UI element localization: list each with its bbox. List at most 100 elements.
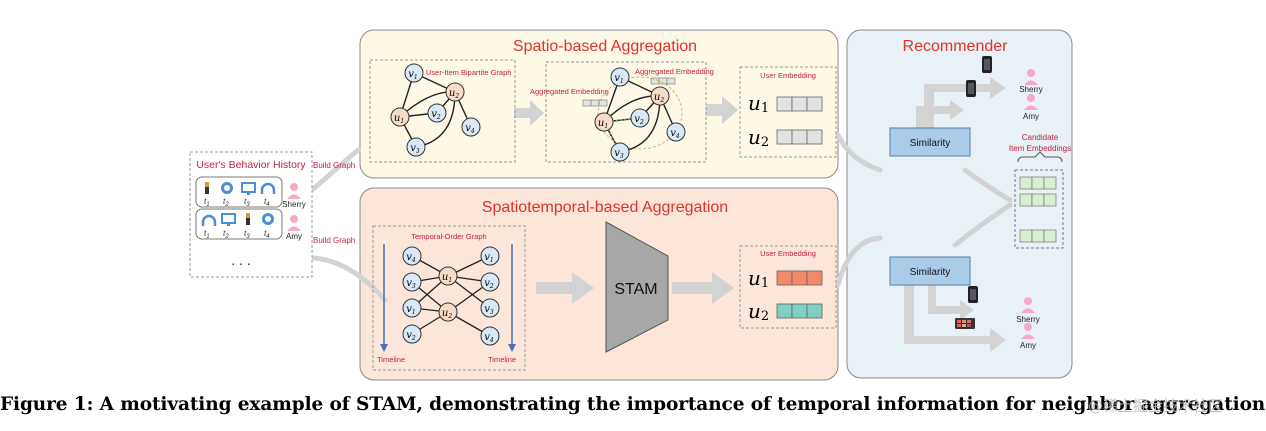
spatio-embedding-box	[739, 66, 837, 158]
node-u1	[390, 107, 410, 127]
rec-arrow-bottom	[904, 284, 1006, 352]
aggregated-graph: Aggregated Embedding Aggregated Embeddin…	[530, 61, 714, 163]
temporal-user-embedding: User Embedding u1 u2	[739, 245, 837, 329]
time-label-t3: t3	[244, 197, 250, 208]
temporal-u1-embedding	[776, 270, 823, 286]
history-user-amy: Amy	[286, 232, 302, 241]
svg-text:v2: v2	[406, 330, 416, 342]
temporal-embedding-box	[739, 245, 837, 329]
phone-icon-bottom	[968, 286, 978, 303]
person-icon-rec2-amy	[1021, 323, 1035, 339]
aggregated-mini-embedding-right	[650, 77, 676, 85]
temporal-node-v2-right	[480, 272, 500, 292]
amy-history-row	[195, 208, 283, 240]
aggregated-label-right: Aggregated Embedding	[635, 67, 714, 76]
svg-text:v3: v3	[614, 148, 624, 160]
candidate-label-line1: Candidate	[1022, 133, 1059, 142]
time-label-t2: t2	[223, 197, 229, 208]
similarity-label-2: Similarity	[910, 267, 951, 278]
build-graph-arrow-2	[309, 255, 388, 303]
headphone-icon	[260, 182, 276, 194]
history-ellipsis: . . .	[231, 252, 250, 268]
time-label-t1-amy: t1	[204, 229, 210, 240]
svg-text:v2: v2	[634, 114, 644, 126]
svg-text:v4: v4	[406, 252, 416, 264]
candidate-brace	[1017, 151, 1063, 163]
temporal-node-v1-right	[480, 246, 500, 266]
sherry-history-row	[195, 176, 283, 208]
temporal-label: Temporal-Order Graph	[411, 232, 486, 241]
rec2-user-amy: Amy	[1020, 341, 1036, 350]
history-title: User's Behavior History	[196, 159, 306, 171]
candidate-link-upper	[962, 167, 1013, 203]
rec1-user-amy: Amy	[1023, 112, 1039, 121]
time-label-t4-amy: t4	[264, 229, 270, 240]
similarity-label-1: Similarity	[910, 138, 951, 149]
flow-arrows	[309, 132, 1013, 303]
svg-text:u2: u2	[449, 88, 459, 100]
node-v1	[404, 63, 424, 83]
svg-text:u1: u1	[598, 118, 608, 130]
history-box	[189, 151, 313, 278]
similarity-box-1	[889, 127, 971, 157]
temporal-order-graph: Temporal-Order Graph Timeline Timeline v…	[372, 225, 526, 371]
svg-text:v1: v1	[406, 304, 415, 316]
temporal-node-v1-left	[402, 298, 422, 318]
svg-text:u1: u1	[442, 272, 452, 284]
svg-text:v4: v4	[670, 128, 680, 140]
recommender-panel-title: Recommender	[903, 38, 1009, 55]
phone-icon-top-1	[982, 56, 992, 73]
temporal-u1-label: u1	[748, 266, 769, 291]
candidate-box	[1014, 169, 1064, 249]
spatio-u1-embedding	[776, 96, 823, 112]
temporal-embedding-label: User Embedding	[760, 249, 816, 258]
person-icon-amy	[287, 215, 301, 231]
palette-icon-bottom	[955, 318, 975, 329]
timeline-label-right: Timeline	[488, 355, 516, 364]
block-arrows	[514, 77, 1006, 352]
timeline-label-left: Timeline	[377, 355, 405, 364]
svg-text:v1: v1	[484, 252, 493, 264]
stam-block-arrow-out	[672, 272, 734, 304]
agg-node-v3	[610, 142, 630, 162]
lipstick-icon-2	[246, 213, 250, 225]
stam-trapezoid	[605, 221, 669, 353]
spatio-u1-label: u1	[748, 91, 769, 116]
svg-text:u2: u2	[442, 308, 452, 320]
spatio-u2-embedding	[776, 129, 823, 145]
spatio-u2-label: u2	[748, 125, 769, 150]
build-graph-label-2: Build Graph	[313, 236, 355, 245]
temporal-node-u2	[438, 302, 458, 322]
time-label-t2-amy: t2	[223, 229, 229, 240]
svg-text:v3: v3	[410, 143, 420, 155]
aggregated-mini-embedding-left	[582, 99, 608, 107]
node-v2	[427, 103, 447, 123]
temporal-node-v4-left	[402, 246, 422, 266]
rec-arrow-top	[924, 77, 1006, 128]
svg-text:v4: v4	[484, 332, 494, 344]
aggregated-box	[545, 61, 707, 163]
spatio-embedding-label: User Embedding	[760, 71, 816, 80]
node-v4	[461, 117, 481, 137]
bipartite-nodes: v1 u2 u1 v2 v4 v3	[390, 63, 481, 157]
svg-text:u2: u2	[654, 92, 664, 104]
person-icon-sherry	[287, 183, 301, 199]
svg-text:v2: v2	[484, 278, 494, 290]
svg-text:v4: v4	[465, 123, 475, 135]
build-graph-label-1: Build Graph	[313, 161, 355, 170]
rec1-user-sherry: Sherry	[1019, 85, 1043, 94]
stam-module: STAM	[605, 221, 669, 353]
agg-node-v4	[666, 122, 686, 142]
temporal-u2-embedding	[776, 303, 823, 319]
spatio-user-embedding: User Embedding u1 u2	[739, 66, 837, 158]
person-icon-rec-sherry	[1024, 69, 1038, 85]
diagram-canvas: Spatio-based Aggregation Spatiotemporal-…	[189, 29, 1073, 381]
svg-text:v3: v3	[484, 304, 494, 316]
bipartite-box	[369, 59, 516, 163]
svg-text:u1: u1	[394, 113, 404, 125]
time-label-t1: t1	[204, 197, 210, 208]
behavior-history: User's Behavior History t1 t2 t3 t4 t1 t…	[189, 151, 313, 278]
phone-icon-top-2	[966, 80, 976, 97]
node-u2	[445, 82, 465, 102]
rec-arrow-bottom-2	[928, 284, 974, 320]
